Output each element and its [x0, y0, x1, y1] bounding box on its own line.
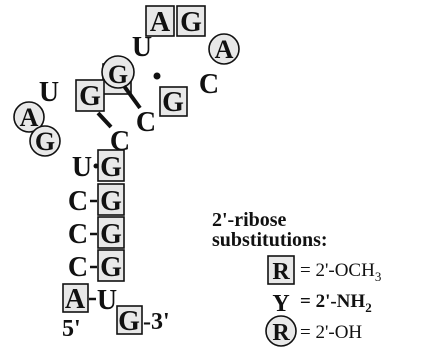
legend-boxed-symbol-frame — [267, 255, 295, 285]
boxed-nucleotide-marker — [97, 216, 125, 249]
tertiary-contact-dot — [153, 72, 161, 80]
nucleotide: G — [118, 306, 140, 337]
nucleotide: G — [180, 7, 202, 38]
boxed-nucleotide-marker — [75, 79, 105, 112]
boxed-nucleotide-marker — [145, 5, 175, 37]
boxed-nucleotide-marker — [97, 249, 125, 282]
nucleotide: G — [100, 219, 122, 250]
boxed-nucleotide-marker — [159, 86, 188, 117]
nucleotide: G — [100, 186, 122, 217]
five-prime-label: 5' — [62, 316, 81, 342]
boxed-nucleotide-marker — [97, 149, 125, 182]
base-pair-line — [122, 84, 142, 110]
nucleotide: U — [97, 285, 117, 316]
boxed-nucleotide-marker — [116, 305, 143, 335]
legend-title-line1: 2'-ribose — [212, 209, 287, 231]
nucleotide: A — [150, 7, 171, 38]
legend-circled-symbol-frame — [265, 315, 297, 347]
boxed-nucleotide-marker — [62, 283, 89, 313]
boxed-nucleotide-marker — [97, 183, 125, 216]
legend-text: = 2'-OCH3 — [300, 260, 381, 284]
legend: 2'-ribose substitutions: R = 2'-OCH3 Y =… — [212, 209, 381, 347]
boxed-nucleotide-marker — [176, 5, 206, 37]
nucleotide: G — [35, 127, 55, 156]
legend-symbol: R — [272, 320, 290, 346]
three-prime-label: -3' — [143, 309, 170, 335]
nucleotide: A — [65, 284, 86, 315]
base-pair-line — [96, 111, 113, 129]
circled-nucleotide-marker — [13, 101, 45, 133]
circled-nucleotide-marker — [101, 55, 135, 89]
nucleotide: U — [72, 152, 92, 183]
nucleotide: U — [132, 32, 152, 63]
nucleotide: C — [199, 69, 219, 100]
legend-text: = 2'-OH — [300, 322, 362, 343]
legend-title-line2: substitutions: — [212, 229, 328, 251]
nucleotide: G — [100, 152, 122, 183]
legend-symbol: Y — [272, 291, 289, 317]
legend-text: = 2'-NH2 — [300, 291, 372, 315]
nucleotide: C — [68, 186, 88, 217]
circled-nucleotide-marker — [29, 125, 61, 157]
nucleotide: G — [100, 252, 122, 283]
nucleotide: U — [39, 77, 59, 108]
nucleotide: C — [68, 252, 88, 283]
circled-nucleotide-marker — [208, 33, 240, 65]
nucleotide: G — [162, 87, 184, 118]
nucleotide: A — [20, 103, 39, 132]
nucleotide: A — [215, 35, 234, 64]
nucleotide: C — [68, 219, 88, 250]
legend-symbol: R — [272, 259, 290, 285]
nucleotide: C — [136, 107, 156, 138]
nucleotide: G — [79, 81, 101, 112]
nucleotide: G — [108, 60, 128, 89]
